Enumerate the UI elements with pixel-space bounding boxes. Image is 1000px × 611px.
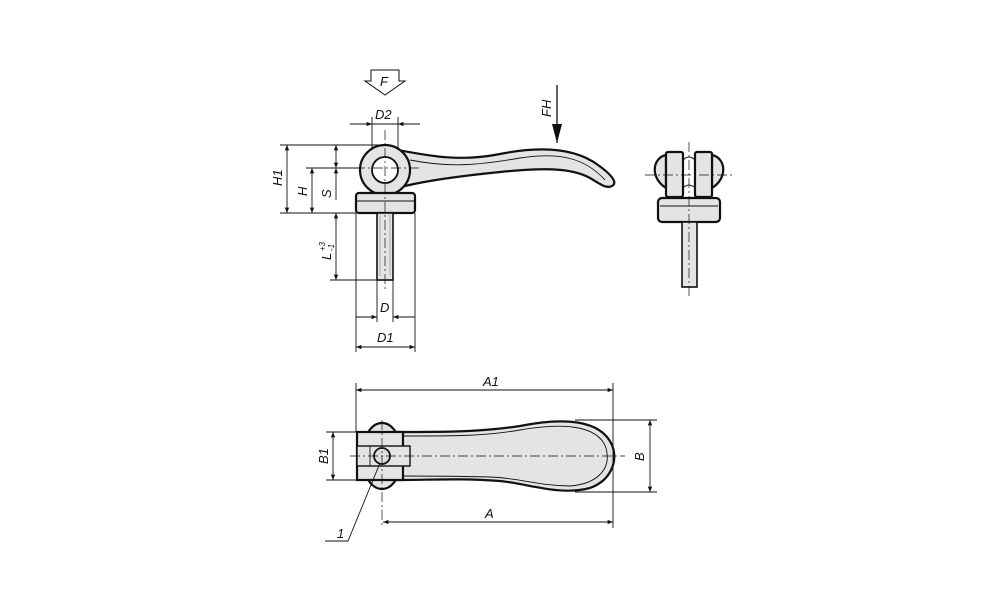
dim-d1-label: D1 xyxy=(377,330,394,345)
callout-leader xyxy=(325,462,381,542)
dim-b1-label: B1 xyxy=(316,448,331,464)
dim-d-label: D xyxy=(380,300,389,315)
callout-label: 1 xyxy=(337,526,344,541)
hand-force-arrowhead-icon xyxy=(552,124,562,143)
dim-b-label: B xyxy=(632,452,647,461)
dim-a1-label: A1 xyxy=(482,374,499,389)
handle-body xyxy=(393,420,616,492)
svg-text:L: L xyxy=(319,253,334,260)
svg-text:+3: +3 xyxy=(318,241,327,251)
dim-h1-label: H1 xyxy=(270,169,285,186)
force-arrow-icon xyxy=(363,69,407,96)
thrust-washer xyxy=(354,191,417,215)
end-view xyxy=(645,142,735,296)
plan-view: A1 A B B1 1 xyxy=(316,374,657,542)
hand-force-label: FH xyxy=(539,99,554,117)
dim-h-label: H xyxy=(295,186,310,196)
dim-a-label: A xyxy=(484,506,494,521)
elevation-view: F FH D2 H1 H xyxy=(270,69,616,352)
svg-text:-1: -1 xyxy=(327,244,336,251)
force-label: F xyxy=(380,74,389,89)
dim-d2-label: D2 xyxy=(375,107,392,122)
dim-l-label: L +3 -1 xyxy=(318,241,336,260)
dim-s-label: S xyxy=(319,189,334,198)
lever-arm xyxy=(396,148,616,188)
